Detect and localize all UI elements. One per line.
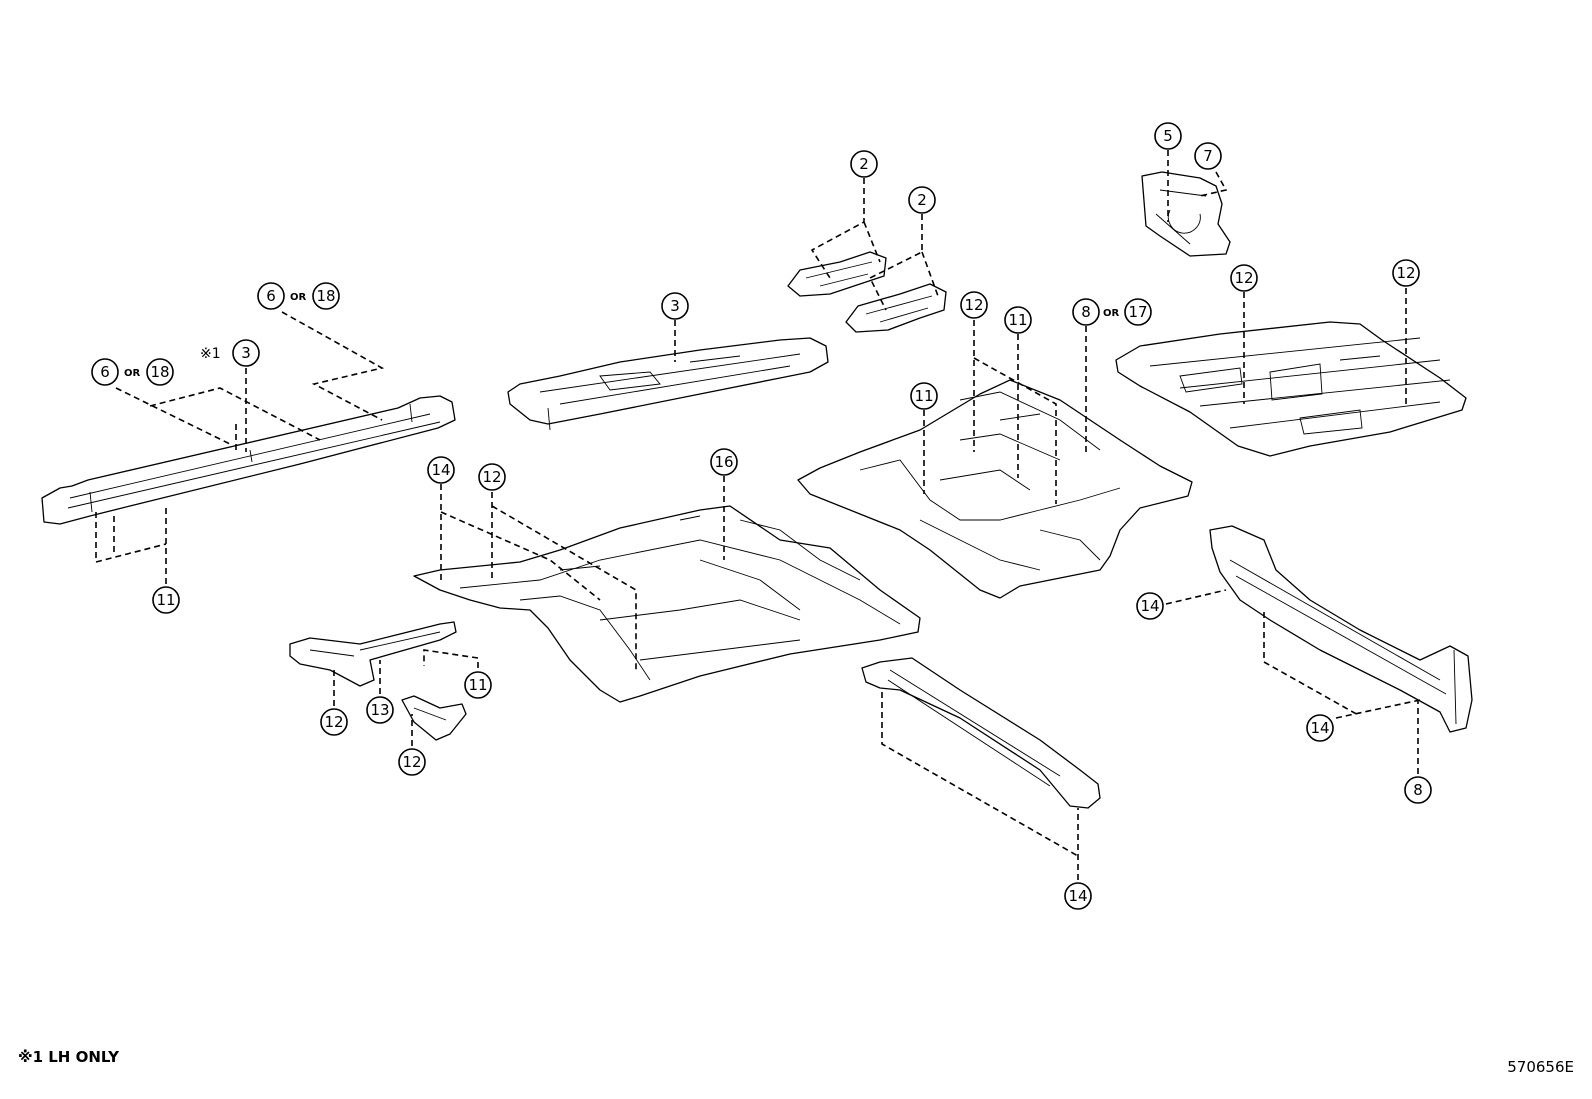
- svg-text:14: 14: [431, 461, 450, 479]
- svg-text:14: 14: [1140, 597, 1159, 615]
- note-marker: ※1: [200, 346, 221, 362]
- callout-12-bracket-b: 12: [398, 748, 426, 776]
- callout-18-upper: 18: [312, 282, 340, 310]
- callout-11-bracket: 11: [464, 671, 492, 699]
- callout-18-lower: 18: [146, 358, 174, 386]
- or-label-center: OR: [1103, 308, 1120, 319]
- front-floor-panel: [413, 505, 921, 703]
- leader-lines: [95, 150, 1421, 880]
- figure-id: 570656E: [1507, 1058, 1574, 1076]
- svg-text:18: 18: [150, 363, 169, 381]
- callout-14-right-upper: 14: [1136, 592, 1164, 620]
- callout-12-rear-1: 12: [1230, 264, 1258, 292]
- callout-8-bottom: 8: [1404, 776, 1432, 804]
- svg-text:14: 14: [1310, 719, 1329, 737]
- callout-11-center-left: 11: [910, 382, 938, 410]
- rear-floor-panel: [1115, 321, 1467, 457]
- or-label-lower: OR: [124, 368, 141, 379]
- svg-text:12: 12: [482, 468, 501, 486]
- svg-text:12: 12: [1234, 269, 1253, 287]
- callout-16: 16: [710, 448, 738, 476]
- floor-rail-center: [861, 657, 1101, 809]
- bracket-part-5: [1141, 171, 1231, 257]
- callout-12-rear-2: 12: [1392, 259, 1420, 287]
- bracket-part-2-lower: [845, 283, 947, 333]
- callout-6-lower: 6: [91, 358, 119, 386]
- svg-text:16: 16: [714, 453, 733, 471]
- svg-text:11: 11: [156, 591, 175, 609]
- side-member-left: [41, 395, 456, 525]
- callout-17: 17: [1124, 298, 1152, 326]
- svg-text:8: 8: [1413, 781, 1423, 799]
- callout-13: 13: [366, 696, 394, 724]
- callout-12-front: 12: [478, 463, 506, 491]
- svg-text:2: 2: [917, 191, 927, 209]
- bracket-part-12-lower: [401, 695, 467, 741]
- or-label-upper: OR: [290, 292, 307, 303]
- callout-7: 7: [1194, 142, 1222, 170]
- svg-text:17: 17: [1128, 303, 1147, 321]
- callout-14-bottom: 14: [1064, 882, 1092, 910]
- svg-text:11: 11: [468, 676, 487, 694]
- footnote: ※1 LH ONLY: [18, 1048, 119, 1066]
- callout-12-bracket-a: 12: [320, 708, 348, 736]
- svg-text:12: 12: [964, 296, 983, 314]
- bracket-part-13: [289, 621, 457, 687]
- callout-2a: 2: [850, 150, 878, 178]
- callout-11-left: 11: [152, 586, 180, 614]
- center-floor-panel: [797, 379, 1193, 599]
- svg-text:11: 11: [914, 387, 933, 405]
- svg-text:12: 12: [324, 713, 343, 731]
- callout-6-upper: 6: [257, 282, 285, 310]
- svg-text:18: 18: [316, 287, 335, 305]
- svg-text:3: 3: [670, 297, 680, 315]
- svg-text:11: 11: [1008, 311, 1027, 329]
- callout-12-center: 12: [960, 291, 988, 319]
- callout-3-top: 3: [661, 292, 689, 320]
- svg-text:12: 12: [1396, 264, 1415, 282]
- svg-text:5: 5: [1163, 127, 1173, 145]
- svg-text:6: 6: [266, 287, 276, 305]
- callout-8-or: 8: [1072, 298, 1100, 326]
- callout-3-note: 3: [232, 339, 260, 367]
- callout-14-right-lower: 14: [1306, 714, 1334, 742]
- callout-2b: 2: [908, 186, 936, 214]
- svg-text:12: 12: [402, 753, 421, 771]
- svg-text:8: 8: [1081, 303, 1091, 321]
- svg-text:7: 7: [1203, 147, 1213, 165]
- floor-rail-right: [1209, 525, 1473, 733]
- callout-14-front: 14: [427, 456, 455, 484]
- svg-text:3: 3: [241, 344, 251, 362]
- bracket-part-2-upper: [787, 251, 887, 297]
- cross-member-panel: [507, 337, 829, 431]
- callout-11-center: 11: [1004, 306, 1032, 334]
- svg-text:13: 13: [370, 701, 389, 719]
- svg-text:2: 2: [859, 155, 869, 173]
- callout-5: 5: [1154, 122, 1182, 150]
- svg-text:14: 14: [1068, 887, 1087, 905]
- svg-text:6: 6: [100, 363, 110, 381]
